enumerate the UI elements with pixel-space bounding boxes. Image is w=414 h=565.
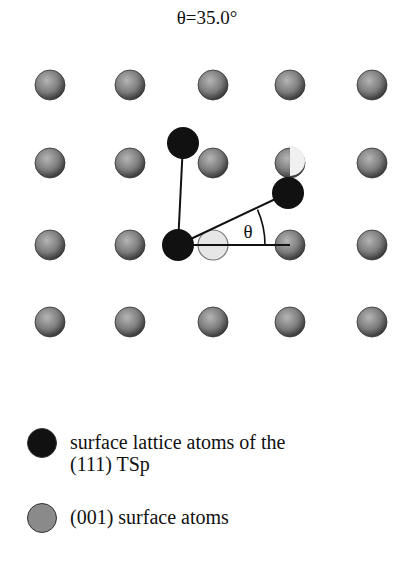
surface-atom	[357, 307, 387, 337]
surface-atom	[357, 148, 387, 178]
surface-atom	[275, 307, 305, 337]
surface-atom	[357, 230, 387, 260]
hollow-atom-half	[290, 146, 305, 176]
legend-swatch	[27, 503, 57, 533]
diagram-title: θ=35.0°	[177, 8, 238, 29]
bond-line	[178, 244, 290, 246]
bond-line	[178, 193, 288, 245]
surface-atom	[115, 307, 145, 337]
surface-atom	[198, 148, 228, 178]
surface-atom	[115, 230, 145, 260]
surface-atom	[35, 148, 65, 178]
surface-atom	[35, 70, 65, 100]
tsp-atom	[167, 127, 199, 159]
surface-atom	[357, 70, 387, 100]
surface-atom	[275, 70, 305, 100]
surface-atom	[198, 70, 228, 100]
surface-atom	[35, 230, 65, 260]
surface-atom-grid	[35, 70, 387, 337]
legend-text: (001) surface atoms	[70, 506, 305, 528]
surface-atom	[35, 307, 65, 337]
tsp-atom	[162, 229, 194, 261]
surface-atom	[115, 148, 145, 178]
angle-label: θ	[243, 222, 252, 243]
legend-swatch	[27, 428, 57, 458]
legend-text: surface lattice atoms of the (111) TSp	[70, 431, 305, 475]
surface-atom	[198, 307, 228, 337]
surface-atom	[115, 70, 145, 100]
tsp-atom	[272, 177, 304, 209]
angle-arc	[258, 210, 266, 245]
